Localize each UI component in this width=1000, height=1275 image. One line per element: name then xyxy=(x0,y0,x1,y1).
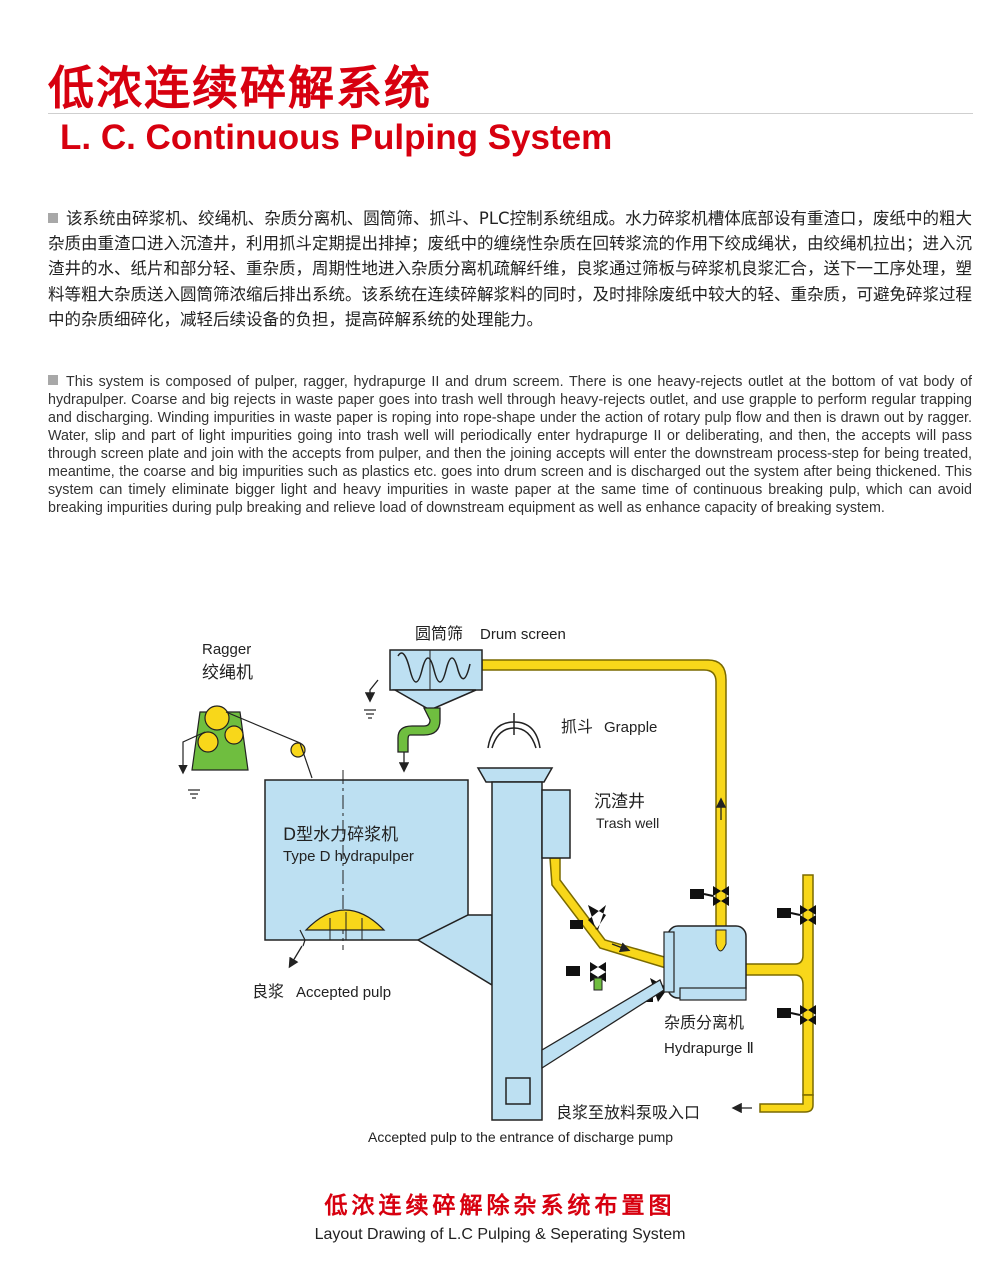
green-inlet-pipe xyxy=(397,707,441,753)
label-ragger-en: Ragger xyxy=(202,641,251,658)
title-divider xyxy=(48,113,973,114)
drum-screen xyxy=(389,649,483,711)
layout-diagram: Ragger 绞绳机 圆筒筛 Drum screen 抓斗 Grapple 沉渣… xyxy=(178,624,816,1145)
label-grapple-en: Grapple xyxy=(604,719,657,736)
label-trash-en: Trash well xyxy=(596,815,659,831)
accepted-pulp-arrow xyxy=(288,945,303,969)
label-pulper-en: Type D hydrapulper xyxy=(283,848,414,865)
pipe-network xyxy=(481,659,814,1113)
label-hydrapurge-en: Hydrapurge Ⅱ xyxy=(664,1040,754,1057)
bullet-square-icon xyxy=(48,375,58,385)
label-trash-cn: 沉渣井 xyxy=(594,792,645,812)
diagram-caption-en: Layout Drawing of L.C Pulping & Seperati… xyxy=(314,1226,686,1243)
drum-reject-ground-icon xyxy=(364,709,376,719)
valve-trash-diagonal xyxy=(570,905,606,930)
page-title-cn: 低浓连续碎解系统 xyxy=(48,61,432,115)
label-grapple-cn: 抓斗 xyxy=(561,717,593,736)
label-ragger-cn: 绞绳机 xyxy=(202,663,253,683)
grapple-icon xyxy=(487,713,541,749)
diagram-caption-cn: 低浓连续碎解除杂系统布置图 xyxy=(324,1193,676,1219)
valve-header-top xyxy=(777,905,816,925)
valve-drum-line xyxy=(690,886,729,906)
label-discharge-en: Accepted pulp to the entrance of dischar… xyxy=(368,1129,673,1145)
label-drum-cn: 圆筒筛 xyxy=(415,624,463,643)
ragger-machine xyxy=(178,705,313,799)
label-discharge-cn: 良浆至放料泵吸入口 xyxy=(556,1103,700,1122)
hydrapurge-machine xyxy=(663,925,747,1001)
label-pulper-cn: D型水力碎浆机 xyxy=(283,825,398,845)
trash-flow-arrow xyxy=(611,942,631,953)
pipe-accepts-discharge xyxy=(759,1094,814,1113)
label-accepted-en: Accepted pulp xyxy=(296,984,391,1001)
trash-well xyxy=(476,767,571,1121)
hydrapurge-accept-pipe xyxy=(541,979,665,1070)
valve-header-bottom xyxy=(777,1005,816,1025)
description-cn-text: 该系统由碎浆机、绞绳机、杂质分离机、圆筒筛、抓斗、PLC控制系统组成。水力碎浆机… xyxy=(48,209,972,329)
page-title-en: L. C. Continuous Pulping System xyxy=(60,118,613,157)
valve-green-drain xyxy=(566,962,606,982)
description-en-text: This system is composed of pulper, ragge… xyxy=(48,374,972,516)
drum-reject-arrow xyxy=(364,679,379,703)
label-accepted-cn: 良浆 xyxy=(252,982,284,1001)
label-drum-en: Drum screen xyxy=(480,626,566,643)
description-cn: 该系统由碎浆机、绞绳机、杂质分离机、圆筒筛、抓斗、PLC控制系统组成。水力碎浆机… xyxy=(48,206,972,332)
description-en: This system is composed of pulper, ragge… xyxy=(48,373,972,517)
bullet-square-icon xyxy=(48,213,58,223)
pipe-trash-to-hydrapurge xyxy=(549,857,669,969)
drain-green-pipe xyxy=(593,977,603,991)
label-hydrapurge-cn: 杂质分离机 xyxy=(664,1013,744,1032)
